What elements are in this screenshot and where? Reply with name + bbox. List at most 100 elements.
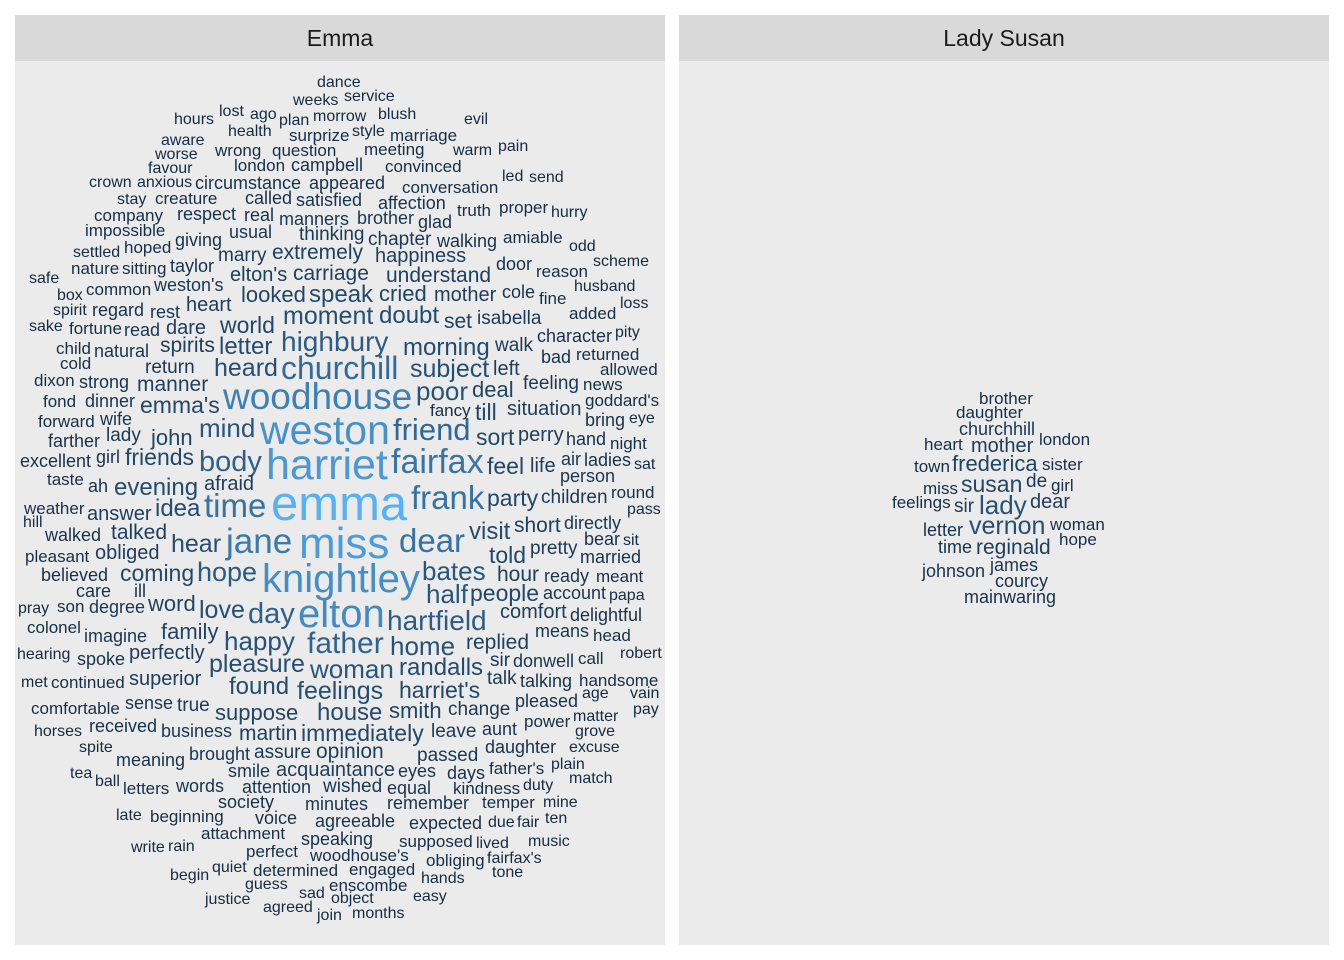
word-brought: brought [189, 744, 251, 764]
word-reason: reason [536, 262, 588, 281]
word-character: character [537, 326, 613, 346]
word-kindness: kindness [453, 779, 521, 798]
word-looked: looked [241, 282, 306, 307]
word-mine: mine [543, 794, 578, 811]
word-mainwaring: mainwaring [964, 587, 1057, 607]
word-wrong: wrong [215, 141, 262, 160]
word-understand: understand [386, 264, 492, 287]
word-frederica: frederica [952, 451, 1038, 476]
word-horses: horses [34, 723, 83, 740]
word-smith: smith [389, 698, 442, 723]
word-late: late [116, 807, 142, 824]
word-acquaintance: acquaintance [276, 759, 395, 781]
word-sad: sad [299, 885, 325, 902]
word-fine: fine [539, 289, 567, 308]
word-power: power [524, 712, 571, 731]
word-fair: fair [517, 814, 540, 831]
word-change: change [448, 699, 511, 720]
word-mother: mother [434, 284, 497, 306]
word-walked: walked [45, 525, 102, 545]
word-papa: papa [609, 587, 645, 604]
word-letter: letter [923, 520, 964, 540]
word-appeared: appeared [309, 173, 386, 193]
word-heard: heard [214, 354, 278, 382]
word-hope: hope [197, 557, 258, 587]
word-time: time [204, 487, 267, 524]
word-doubt: doubt [379, 302, 440, 329]
word-round: round [611, 483, 655, 502]
word-churchill: churchill [281, 350, 399, 386]
word-walk: walk [495, 335, 534, 356]
word-night: night [610, 434, 647, 453]
word-sit: sit [623, 532, 639, 549]
word-weeks: weeks [293, 92, 339, 109]
word-music: music [528, 833, 570, 850]
word-attention: attention [242, 777, 312, 797]
word-matter: matter [573, 708, 619, 725]
word-suppose: suppose [215, 700, 299, 725]
word-mother: mother [971, 435, 1034, 457]
word-left: left [493, 358, 520, 380]
word-body: body [199, 446, 262, 478]
word-sat: sat [634, 456, 656, 473]
word-means: means [535, 621, 590, 641]
facet-strip-lady-susan: Lady Susan [679, 15, 1329, 61]
word-supposed: supposed [399, 832, 473, 851]
word-married: married [580, 547, 642, 567]
word-moment: moment [283, 302, 374, 330]
word-minutes: minutes [305, 794, 369, 814]
word-london: london [1039, 430, 1091, 449]
word-family: family [161, 619, 219, 644]
word-scheme: scheme [593, 253, 650, 270]
word-handsome: handsome [579, 671, 659, 690]
word-farther: farther [48, 431, 101, 451]
word-evil: evil [464, 111, 489, 128]
word-hear: hear [171, 530, 222, 558]
word-father-s: father's [489, 759, 545, 778]
word-door: door [496, 254, 533, 274]
word-match: match [569, 770, 613, 787]
word-excuse: excuse [569, 739, 620, 756]
word-pity: pity [615, 324, 640, 341]
word-lady: lady [979, 490, 1027, 520]
word-passed: passed [417, 745, 479, 766]
word-johnson: johnson [922, 561, 986, 581]
word-time: time [938, 537, 973, 557]
word-deal: deal [472, 377, 514, 402]
word-woodhouse-s: woodhouse's [310, 846, 409, 865]
word-join: join [317, 907, 342, 924]
word-remember: remember [387, 793, 470, 813]
word-strong: strong [79, 372, 130, 392]
word-society: society [218, 792, 275, 812]
word-miss: miss [923, 479, 958, 498]
word-rain: rain [168, 838, 195, 855]
word-aunt: aunt [482, 719, 518, 739]
word-convinced: convinced [385, 157, 462, 176]
word-tone: tone [492, 864, 524, 881]
word-eye: eye [629, 410, 655, 427]
word-friends: friends [125, 444, 195, 470]
word-isabella: isabella [477, 308, 542, 329]
word-common: common [86, 280, 152, 299]
word-party: party [487, 485, 539, 511]
word-air: air [561, 449, 582, 469]
word-sake: sake [29, 318, 63, 335]
word-replied: replied [466, 631, 530, 654]
word-quiet: quiet [212, 859, 247, 876]
word-head: head [593, 626, 631, 645]
word-surprize: surprize [289, 126, 350, 145]
word-weston-s: weston's [154, 275, 224, 295]
word-manners: manners [279, 209, 350, 229]
word-robert: robert [620, 645, 662, 662]
word-donwell: donwell [513, 651, 575, 671]
word-easy: easy [413, 888, 447, 905]
word-carriage: carriage [293, 262, 369, 285]
word-fortune: fortune [69, 319, 122, 338]
word-wife: wife [100, 409, 133, 429]
word-ready: ready [544, 566, 590, 586]
word-hand: hand [566, 429, 607, 449]
word-lived: lived [476, 835, 509, 852]
word-pain: pain [498, 138, 529, 155]
word-cried: cried [379, 281, 427, 306]
